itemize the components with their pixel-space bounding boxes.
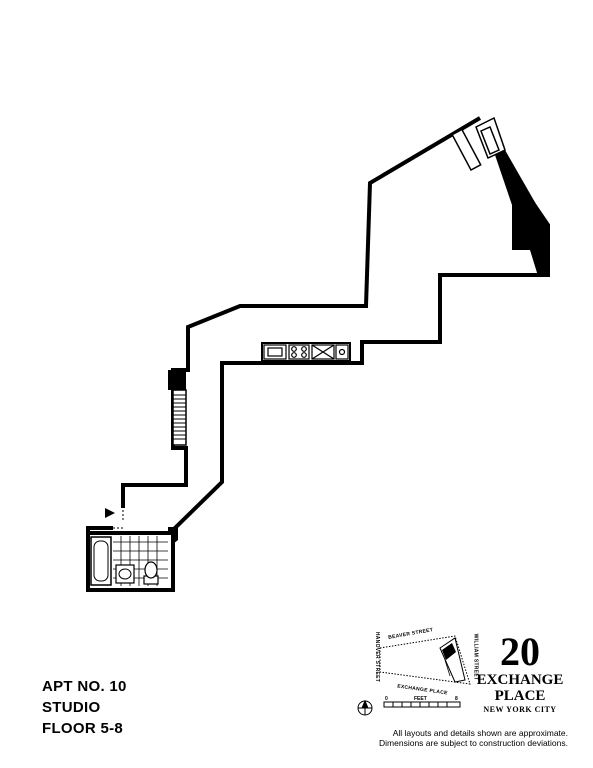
vanity-sink-icon [115,564,135,584]
disclaimer-line-2: Dimensions are subject to construction d… [379,738,568,748]
kitchen-counter [261,342,351,362]
building-number: 20 [500,629,540,674]
north-arrow-icon [357,699,373,716]
scale-end: 8 [455,696,458,702]
disclaimer: All layouts and details shown are approx… [358,728,568,748]
apartment-type: STUDIO [42,699,101,716]
key-plan-building [379,635,471,685]
bathroom [86,531,175,592]
exterior-wall-right [495,150,548,276]
outer-wall-lower [86,149,550,592]
apartment-floors: FLOOR 5-8 [42,720,124,737]
window-sill [451,128,482,172]
entry-door [113,510,124,529]
apartment-info: APT NO. 10 STUDIO FLOOR 5-8 [42,676,127,739]
building-city: NEW YORK CITY [483,705,557,714]
scale-start: 0 [385,696,388,702]
street-label-hanover: HANOVER STREET [374,631,381,683]
scale-unit: FEET [414,696,427,702]
toilet-icon [143,561,159,585]
entry-arrow-icon [105,508,115,518]
building-name-line2: PLACE [494,688,546,704]
exterior-wall-left [168,370,186,390]
closet-slats [172,389,187,446]
scale-bar [383,701,461,708]
disclaimer-line-1: All layouts and details shown are approx… [392,728,568,738]
building-logo: 20 EXCHANGE PLACE NEW YORK CITY [470,632,570,716]
outer-wall-upper [121,116,482,508]
apartment-number: APT NO. 10 [42,678,127,695]
key-plan [379,635,471,685]
building-name: EXCHANGE [476,672,564,688]
